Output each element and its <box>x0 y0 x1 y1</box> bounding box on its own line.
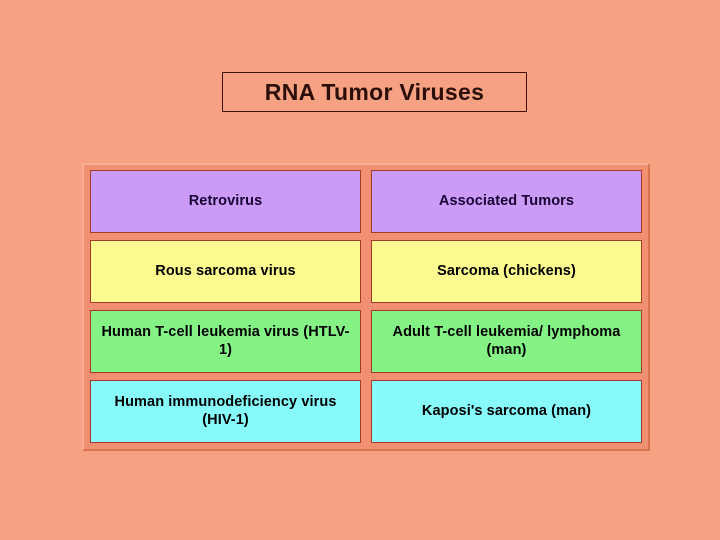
cell-label: Adult T-cell leukemia/ lymphoma (man) <box>392 323 621 358</box>
table-cell-associated-tumors: Kaposi's sarcoma (man) <box>371 380 642 443</box>
table-cell-retrovirus: Human immunodeficiency virus (HIV-1) <box>90 380 361 443</box>
table-row: Rous sarcoma virus Sarcoma (chickens) <box>90 240 642 303</box>
table-header-cell-retrovirus: Retrovirus <box>90 170 361 233</box>
table-cell-retrovirus: Human T-cell leukemia virus (HTLV-1) <box>90 310 361 373</box>
cell-label: Human T-cell leukemia virus (HTLV-1) <box>101 323 350 358</box>
virus-table: Retrovirus Associated Tumors Rous sarcom… <box>82 163 650 451</box>
column-header-label: Associated Tumors <box>438 192 575 209</box>
page-title: RNA Tumor Viruses <box>264 78 485 105</box>
table-cell-associated-tumors: Adult T-cell leukemia/ lymphoma (man) <box>371 310 642 373</box>
cell-label: Sarcoma (chickens) <box>437 262 576 279</box>
table-row: Human T-cell leukemia virus (HTLV-1) Adu… <box>90 310 642 373</box>
cell-label: Kaposi's sarcoma (man) <box>421 402 592 419</box>
table-header-cell-associated-tumors: Associated Tumors <box>371 170 642 233</box>
cell-label: Human immunodeficiency virus (HIV-1) <box>114 393 337 428</box>
column-header-label: Retrovirus <box>188 192 263 209</box>
table-header-row: Retrovirus Associated Tumors <box>90 170 642 233</box>
slide-title-box: RNA Tumor Viruses <box>222 72 527 112</box>
table-cell-associated-tumors: Sarcoma (chickens) <box>371 240 642 303</box>
table-cell-retrovirus: Rous sarcoma virus <box>90 240 361 303</box>
table-row: Human immunodeficiency virus (HIV-1) Kap… <box>90 380 642 443</box>
cell-label: Rous sarcoma virus <box>155 262 296 279</box>
